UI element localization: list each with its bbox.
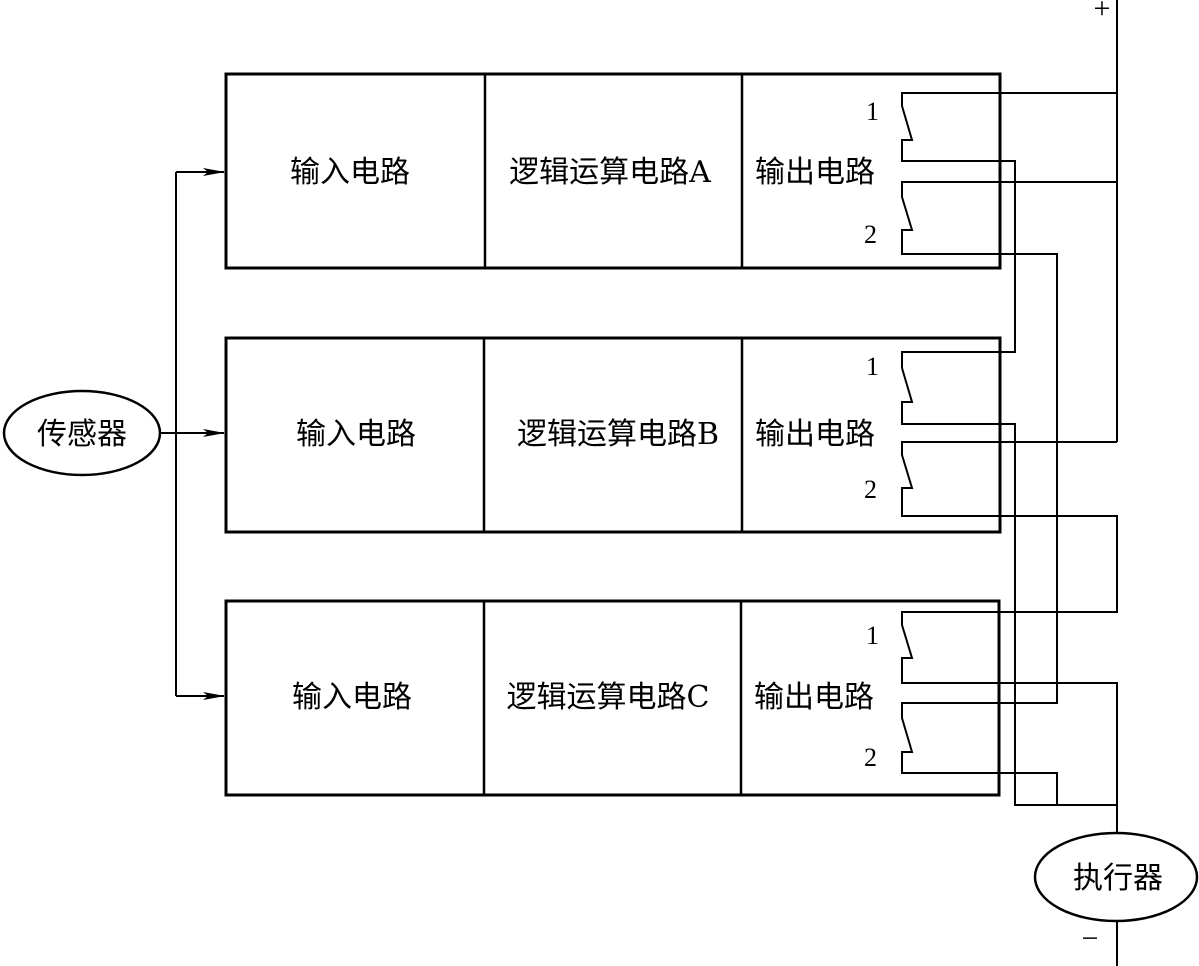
channel-c-frame <box>224 599 1001 797</box>
channel-c-logic-label: 逻辑运算电路C <box>507 680 710 715</box>
contact-a1-switch <box>901 92 1117 368</box>
channel-b-input-label: 输入电路 <box>296 417 416 452</box>
channel-b: 输入电路 逻辑运算电路B 输出电路 1 2 <box>224 336 1002 534</box>
contact-b1-switch <box>901 367 1117 806</box>
channel-a-contact-1-label: 1 <box>866 97 879 126</box>
channel-a: 输入电路 逻辑运算电路A 输出电路 1 2 <box>224 72 1002 270</box>
contact-b2-switch <box>901 441 1118 805</box>
channel-c-output-label: 输出电路 <box>754 680 874 715</box>
contact-a2-switch <box>901 181 1117 805</box>
minus-terminal-label: − <box>1082 922 1099 955</box>
channel-a-output-label: 输出电路 <box>755 155 875 190</box>
plus-terminal-label: + <box>1094 0 1111 25</box>
actuator-label: 执行器 <box>1073 861 1163 896</box>
channel-a-frame <box>224 72 1002 270</box>
sensor-bus <box>160 168 225 700</box>
positive-rail: + <box>1094 0 1118 442</box>
channel-c-contact-1-label: 1 <box>866 621 879 650</box>
channel-c: 输入电路 逻辑运算电路C 输出电路 1 2 <box>224 599 1001 797</box>
channel-b-frame <box>224 336 1002 534</box>
sensor-label: 传感器 <box>37 417 127 452</box>
channel-c-input-label: 输入电路 <box>292 680 412 715</box>
actuator-node: 执行器 − <box>1033 805 1199 966</box>
channel-a-input-label: 输入电路 <box>290 155 410 190</box>
channel-b-output-label: 输出电路 <box>755 417 875 452</box>
channel-b-contact-1-label: 1 <box>866 352 879 381</box>
channel-b-contact-2-label: 2 <box>864 475 877 504</box>
channel-b-logic-label: 逻辑运算电路B <box>517 417 719 452</box>
contact-wiring <box>901 92 1118 806</box>
channel-a-logic-label: 逻辑运算电路A <box>509 155 711 190</box>
channel-a-contact-2-label: 2 <box>864 220 877 249</box>
sensor-node: 传感器 <box>2 389 162 477</box>
channel-c-contact-2-label: 2 <box>864 743 877 772</box>
